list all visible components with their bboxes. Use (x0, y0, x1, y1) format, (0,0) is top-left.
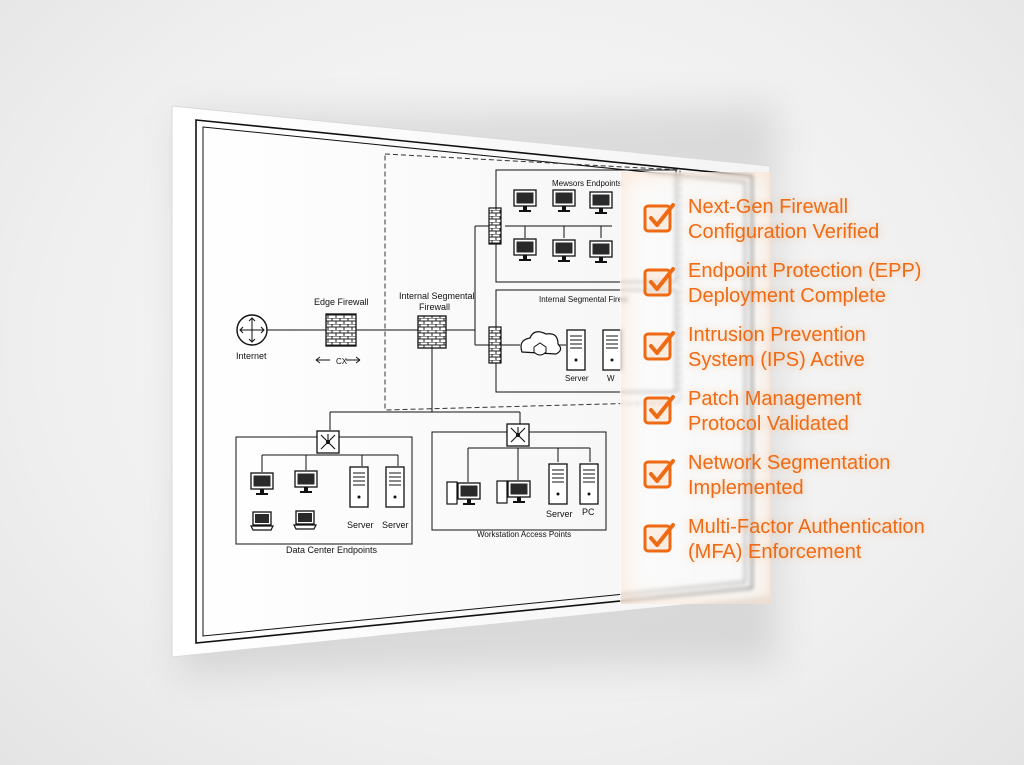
cloud-shield-icon (520, 331, 562, 355)
edge-firewall-label: Edge Firewall (314, 297, 369, 307)
top-group-label: Mewsors Endpoints (552, 179, 622, 188)
checklist-item-line2: (MFA) Enforcement (688, 541, 862, 563)
segment-server-label: Server (565, 374, 589, 383)
checklist-item-line2: Deployment Complete (688, 285, 886, 307)
workstation-server-icon (548, 463, 568, 505)
datacenter-label: Data Center Endpoints (286, 545, 378, 555)
workstation-pc-icon (579, 463, 599, 505)
checklist-item-line1: Multi-Factor Authentication (688, 516, 925, 538)
top-group-firewall-icon (488, 207, 502, 245)
workstation-server-label: Server (546, 509, 573, 519)
checklist-item-line1: Endpoint Protection (EPP) (688, 260, 922, 282)
internal-firewall-icon (417, 315, 447, 349)
checklist-item-line1: Intrusion Prevention (688, 324, 866, 346)
workstation-switch-icon (506, 423, 530, 447)
checklist-item: Multi-Factor Authentication (MFA) Enforc… (642, 515, 1017, 579)
checklist-item-line2: Protocol Validated (688, 413, 849, 435)
datacenter-server-label-2: Server (382, 520, 409, 530)
segment-partial-label: W (607, 374, 615, 383)
internal-firewall-label-2: Firewall (419, 302, 450, 312)
orange-checkbox-icon (643, 523, 675, 553)
orange-checkbox-icon (643, 395, 675, 425)
checklist-item: Endpoint Protection (EPP) Deployment Com… (642, 259, 1017, 323)
checklist-item: Patch Management Protocol Validated (642, 387, 1017, 451)
datacenter-laptop-icon (250, 511, 274, 531)
edge-firewall-icon (325, 313, 357, 347)
datacenter-switch-icon (316, 430, 340, 454)
checklist-item-line2: System (IPS) Active (688, 349, 865, 371)
security-checklist: Next-Gen Firewall Configuration Verified… (642, 195, 1017, 579)
datacenter-server-icon (385, 466, 405, 508)
checklist-item: Next-Gen Firewall Configuration Verified (642, 195, 1017, 259)
workstation-tower-icon (446, 481, 458, 505)
orange-checkbox-icon (643, 203, 675, 233)
segment-firewall-icon (488, 326, 502, 364)
segment-server-icon (602, 329, 622, 371)
orange-checkbox-icon (643, 331, 675, 361)
internal-firewall-label-1: Internal Segmental (399, 291, 475, 301)
workstation-label: Workstation Access Points (477, 530, 571, 539)
checklist-item-line2: Implemented (688, 477, 804, 499)
checklist-item-line1: Patch Management (688, 388, 862, 410)
edge-link-label: CX (336, 357, 348, 366)
checklist-item: Network Segmentation Implemented (642, 451, 1017, 515)
checklist-item-line2: Configuration Verified (688, 221, 880, 243)
checklist-item-line1: Network Segmentation (688, 452, 891, 474)
segment-server-icon (566, 329, 586, 371)
workstation-tower-icon (496, 480, 508, 504)
segment-group-label: Internal Segmental Firew (539, 295, 628, 304)
datacenter-server-label-1: Server (347, 520, 374, 530)
datacenter-server-icon (349, 466, 369, 508)
checklist-item-line1: Next-Gen Firewall (688, 196, 849, 218)
workstation-pc-label: PC (582, 507, 595, 517)
internet-label: Internet (236, 351, 267, 361)
orange-checkbox-icon (643, 267, 675, 297)
orange-checkbox-icon (643, 459, 675, 489)
internal-zone (384, 153, 681, 411)
datacenter-laptop-icon (293, 510, 317, 530)
checklist-item: Intrusion Prevention System (IPS) Active (642, 323, 1017, 387)
